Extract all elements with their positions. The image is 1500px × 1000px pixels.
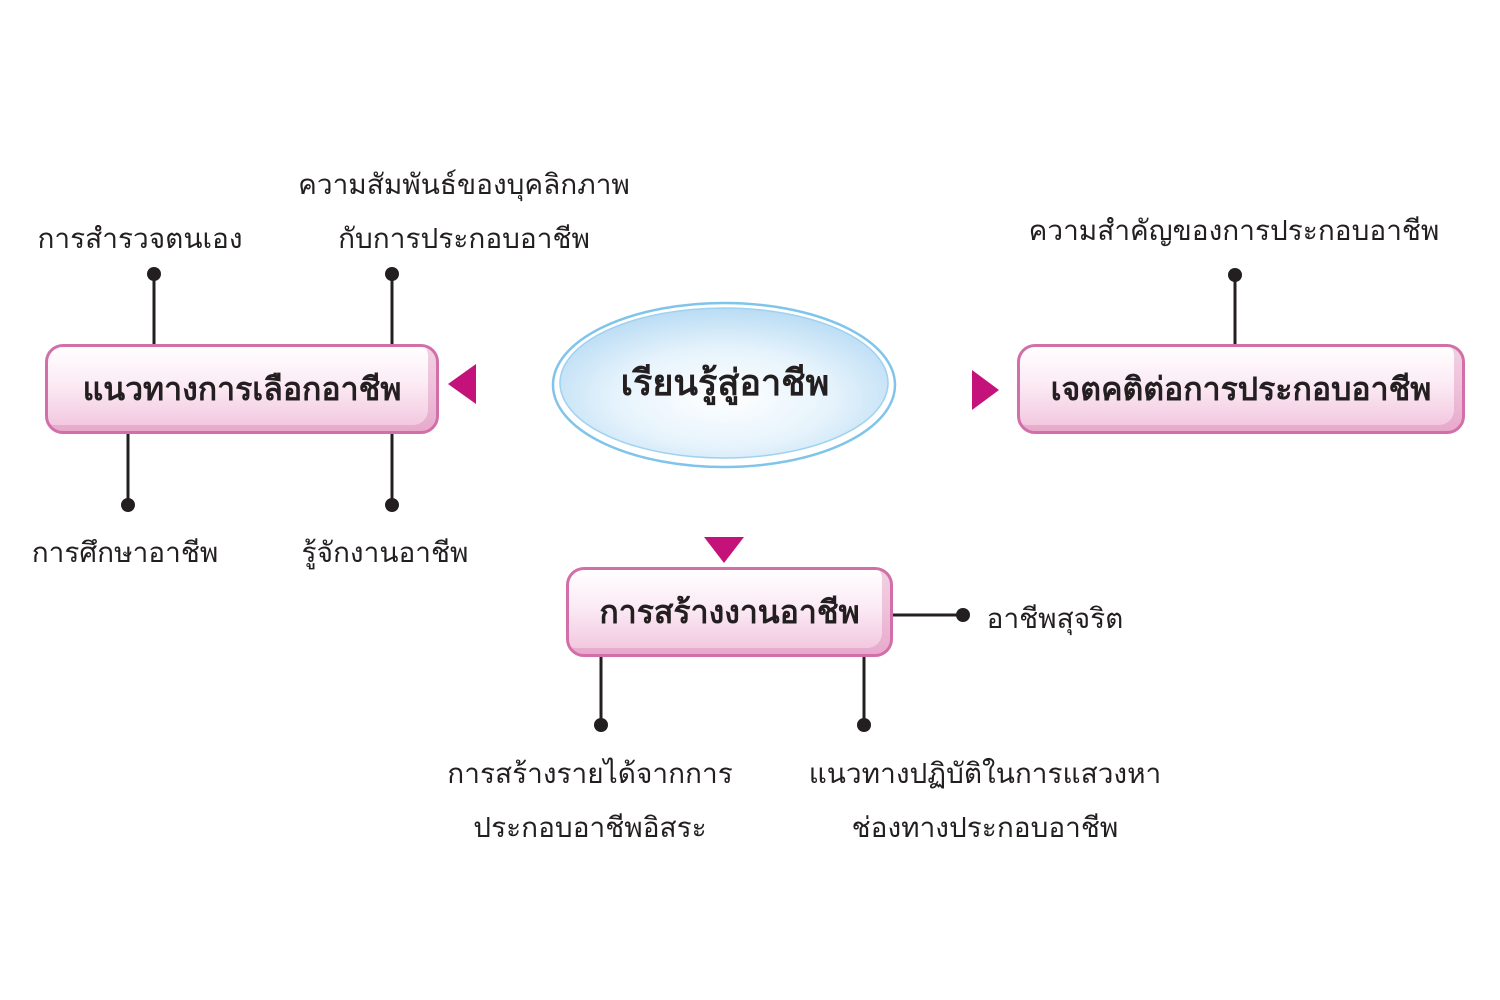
node-right: เจตคติต่อการประกอบอาชีพ	[1017, 344, 1465, 434]
node-bottom: การสร้างงานอาชีพ	[566, 567, 893, 657]
leaf-bottom-bottom-1-line2: ประกอบอาชีพอิสระ	[473, 811, 707, 844]
leaf-right-top: ความสำคัญของการประกอบอาชีพ	[1028, 214, 1440, 247]
leaf-bottom-bottom-1: การสร้างรายได้จากการ ประกอบอาชีพอิสระ	[440, 747, 740, 855]
node-left: แนวทางการเลือกอาชีพ	[45, 344, 439, 434]
connector-left-top-1	[147, 267, 161, 344]
arrow-to-right-node	[903, 370, 999, 410]
connector-bottom-bottom-1	[594, 656, 608, 732]
leaf-bottom-bottom-2: แนวทางปฏิบัติในการแสวงหา ช่องทางประกอบอา…	[800, 747, 1170, 855]
connector-left-bottom-2	[385, 434, 399, 512]
node-bottom-label: การสร้างงานอาชีพ	[599, 592, 860, 631]
connector-right-top	[1228, 268, 1242, 346]
center-title: เรียนรู้สู่อาชีพ	[620, 362, 830, 404]
leaf-bottom-right: อาชีพสุจริต	[986, 602, 1124, 635]
leaf-left-bottom-1: การศึกษาอาชีพ	[31, 536, 219, 569]
leaf-bottom-bottom-2-line2: ช่องทางประกอบอาชีพ	[851, 811, 1119, 844]
leaf-left-top-2: ความสัมพันธ์ของบุคลิกภาพ กับการประกอบอาช…	[288, 158, 640, 266]
arrow-to-bottom-node	[704, 471, 744, 563]
connector-left-top-2	[385, 267, 399, 344]
leaf-left-top-2-line1: ความสัมพันธ์ของบุคลิกภาพ	[298, 168, 630, 201]
connector-bottom-bottom-2	[857, 656, 871, 732]
node-left-label: แนวทางการเลือกอาชีพ	[82, 369, 402, 408]
center-ellipse	[551, 301, 897, 469]
node-right-label: เจตคติต่อการประกอบอาชีพ	[1050, 369, 1432, 408]
leaf-left-top-2-line2: กับการประกอบอาชีพ	[338, 222, 590, 255]
leaf-left-bottom-2: รู้จักงานอาชีพ	[301, 536, 469, 569]
leaf-bottom-bottom-2-line1: แนวทางปฏิบัติในการแสวงหา	[808, 757, 1162, 790]
leaf-left-top-1: การสำรวจตนเอง	[37, 222, 243, 255]
arrow-to-left-node	[448, 364, 544, 404]
connector-left-bottom-1	[121, 434, 135, 512]
connector-bottom-right	[893, 608, 970, 622]
leaf-bottom-bottom-1-line1: การสร้างรายได้จากการ	[447, 757, 733, 790]
